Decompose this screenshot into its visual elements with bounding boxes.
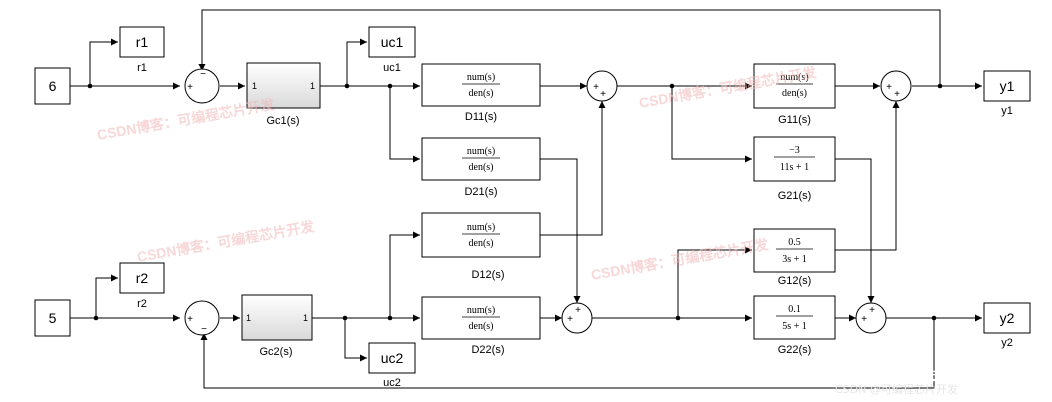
g11-denominator: den(s): [782, 88, 807, 99]
sum-error-2-minus: −: [201, 324, 207, 335]
block-d12[interactable]: num(s) den(s) D12(s): [421, 212, 541, 281]
scope-uc2[interactable]: uc2 uc2: [368, 342, 416, 389]
scope-y2[interactable]: y2 y2: [983, 302, 1031, 349]
watermark-csdn-bottom: CSDN @可编程芯片开发: [835, 382, 958, 396]
sum-decoupler-2-plus-a: +: [567, 314, 573, 325]
d21-numerator: num(s): [467, 146, 495, 157]
scope-uc2-text: uc2: [381, 350, 404, 366]
d12-numerator: num(s): [467, 222, 495, 233]
controller-gc2[interactable]: 1 1 Gc2(s): [241, 294, 313, 358]
wires: [70, 9, 982, 389]
scope-r2[interactable]: r2 r2: [119, 262, 165, 310]
constant-value-1: 6: [49, 78, 57, 94]
scope-r1-text: r1: [136, 34, 149, 50]
sum-decoupler-2[interactable]: + +: [561, 302, 593, 334]
sum-error-2-plus: +: [187, 314, 193, 325]
d12-denominator: den(s): [469, 238, 494, 249]
g12-denominator: 3s + 1: [782, 254, 807, 265]
sum-decoupler-2-plus-b: +: [575, 305, 581, 316]
sum-decoupler-1[interactable]: + +: [586, 70, 618, 102]
scope-uc1[interactable]: uc1 uc1: [368, 26, 416, 74]
d21-name: D21(s): [464, 186, 497, 198]
sum-error-1-plus: +: [187, 82, 193, 93]
g22-numerator: 0.1: [788, 304, 801, 315]
sum-output-2-plus-b: +: [869, 305, 875, 316]
constant-block-2[interactable]: 5: [34, 299, 71, 337]
gc1-out-port: 1: [310, 81, 315, 91]
d22-denominator: den(s): [469, 321, 494, 332]
scope-r2-text: r2: [136, 270, 149, 286]
scope-uc2-label: uc2: [383, 377, 401, 389]
g21-numerator: −3: [789, 145, 800, 156]
d11-denominator: den(s): [469, 88, 494, 99]
block-g11[interactable]: num(s) den(s) G11(s): [753, 63, 836, 126]
gc2-in-port: 1: [246, 313, 251, 323]
block-d11[interactable]: num(s) den(s) D11(s): [421, 63, 541, 123]
sum-output-2-plus-a: +: [861, 314, 867, 325]
scope-r1-label: r1: [137, 62, 147, 74]
sum-output-2[interactable]: + +: [855, 302, 887, 334]
sum-error-1-minus: −: [200, 69, 206, 80]
gc1-name: Gc1(s): [267, 115, 300, 127]
sum-output-1-plus-a: +: [886, 82, 892, 93]
d22-numerator: num(s): [467, 305, 495, 316]
block-g21[interactable]: −3 11s + 1 G21(s): [753, 136, 836, 202]
watermark-csdn-3: CSDN博客：可编程芯片开发: [136, 218, 317, 265]
g12-numerator: 0.5: [788, 237, 801, 248]
scope-y1-label: y1: [1001, 105, 1013, 117]
sum-error-2[interactable]: + −: [184, 300, 220, 336]
block-d22[interactable]: num(s) den(s) D22(s): [421, 296, 541, 356]
gc2-name: Gc2(s): [260, 346, 293, 358]
scope-r2-label: r2: [137, 298, 147, 310]
sum-decoupler-1-plus-b: +: [600, 89, 606, 100]
sum-error-1[interactable]: + −: [184, 68, 220, 104]
scope-y2-label: y2: [1001, 337, 1013, 349]
gc1-in-port: 1: [252, 81, 257, 91]
g22-name: G22(s): [778, 344, 812, 356]
controller-gc1[interactable]: 1 1 Gc1(s): [246, 62, 321, 127]
scope-r1[interactable]: r1 r1: [119, 26, 165, 74]
g22-denominator: 5s + 1: [782, 321, 807, 332]
watermark-csdn-4: CSDN博客：可编程芯片开发: [590, 236, 771, 283]
watermark-csdn-1: CSDN博客：可编程芯片开发: [96, 96, 277, 143]
g21-name: G21(s): [778, 190, 812, 202]
d21-denominator: den(s): [469, 162, 494, 173]
g11-name: G11(s): [778, 114, 811, 126]
g11-numerator: num(s): [780, 72, 808, 83]
sum-decoupler-1-plus-a: +: [593, 82, 599, 93]
g21-denominator: 11s + 1: [780, 162, 809, 173]
scope-y1-text: y1: [1000, 78, 1015, 94]
scope-uc1-text: uc1: [381, 34, 404, 50]
g12-name: G12(s): [778, 275, 812, 287]
gc2-out-port: 1: [303, 313, 308, 323]
d11-numerator: num(s): [467, 72, 495, 83]
watermark-juejin: 掘金技术社区 @ 可编程芯片开发: [678, 366, 941, 387]
scope-y1[interactable]: y1 y1: [983, 70, 1031, 117]
junction-dots: [87, 83, 943, 321]
d12-name: D12(s): [471, 269, 504, 281]
block-g22[interactable]: 0.1 5s + 1 G22(s): [753, 295, 836, 356]
block-d21[interactable]: num(s) den(s) D21(s): [421, 137, 541, 198]
block-g12[interactable]: 0.5 3s + 1 G12(s): [753, 228, 836, 287]
constant-value-2: 5: [49, 310, 57, 326]
scope-uc1-label: uc1: [383, 62, 401, 74]
scope-y2-text: y2: [1000, 310, 1015, 326]
sum-output-1[interactable]: + +: [880, 70, 912, 102]
d11-name: D11(s): [465, 111, 497, 123]
constant-block-1[interactable]: 6: [34, 67, 71, 105]
sum-output-1-plus-b: +: [894, 89, 900, 100]
d22-name: D22(s): [471, 344, 504, 356]
